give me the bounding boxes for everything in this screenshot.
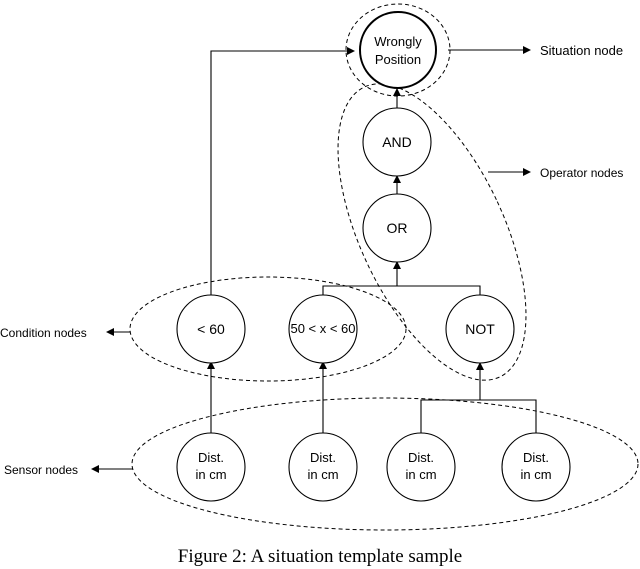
sensor-3-line1: Dist. [408,450,434,465]
sensor-3-line2: in cm [405,467,436,482]
or-node-label: OR [387,220,408,236]
not-node: NOT [445,294,515,364]
sensor-node-2: Dist. in cm [288,432,358,502]
label-condition-nodes: Condition nodes [0,326,87,340]
label-situation-node: Situation node [540,43,623,58]
operator-group-outline [337,83,527,381]
and-node-label: AND [382,134,412,150]
and-node: AND [362,107,432,177]
label-sensor-nodes: Sensor nodes [4,463,78,477]
sensor-node-3: Dist. in cm [386,432,456,502]
sensor-1-line2: in cm [195,467,226,482]
sensor-2-line1: Dist. [310,450,336,465]
condition-range-label: 50 < x < 60 [290,321,355,336]
sensor-group-outline [131,397,639,531]
sensor-node-1: Dist. in cm [176,432,246,502]
label-operator-nodes: Operator nodes [540,166,623,180]
edge-range-not-bracket [322,285,481,296]
sensor-2-line2: in cm [307,467,338,482]
edge-lt60-to-situation [210,47,355,296]
sensor-4-line1: Dist. [523,450,549,465]
not-node-label: NOT [465,321,495,337]
edge-sensors-to-not-bracket [420,399,537,434]
or-node: OR [362,193,432,263]
sensor-1-line1: Dist. [198,450,224,465]
condition-group-outline [129,276,407,382]
situation-node: Wrongly Position [359,11,437,89]
sensor-4-line2: in cm [520,467,551,482]
situation-node-line1: Wrongly [374,34,422,49]
condition-node-lt60: < 60 [176,294,246,364]
figure-caption: Figure 2: A situation template sample [178,546,462,567]
condition-node-range: 50 < x < 60 [288,294,358,364]
situation-node-line2: Position [375,52,421,67]
sensor-node-4: Dist. in cm [501,432,571,502]
condition-lt60-label: < 60 [197,321,225,337]
